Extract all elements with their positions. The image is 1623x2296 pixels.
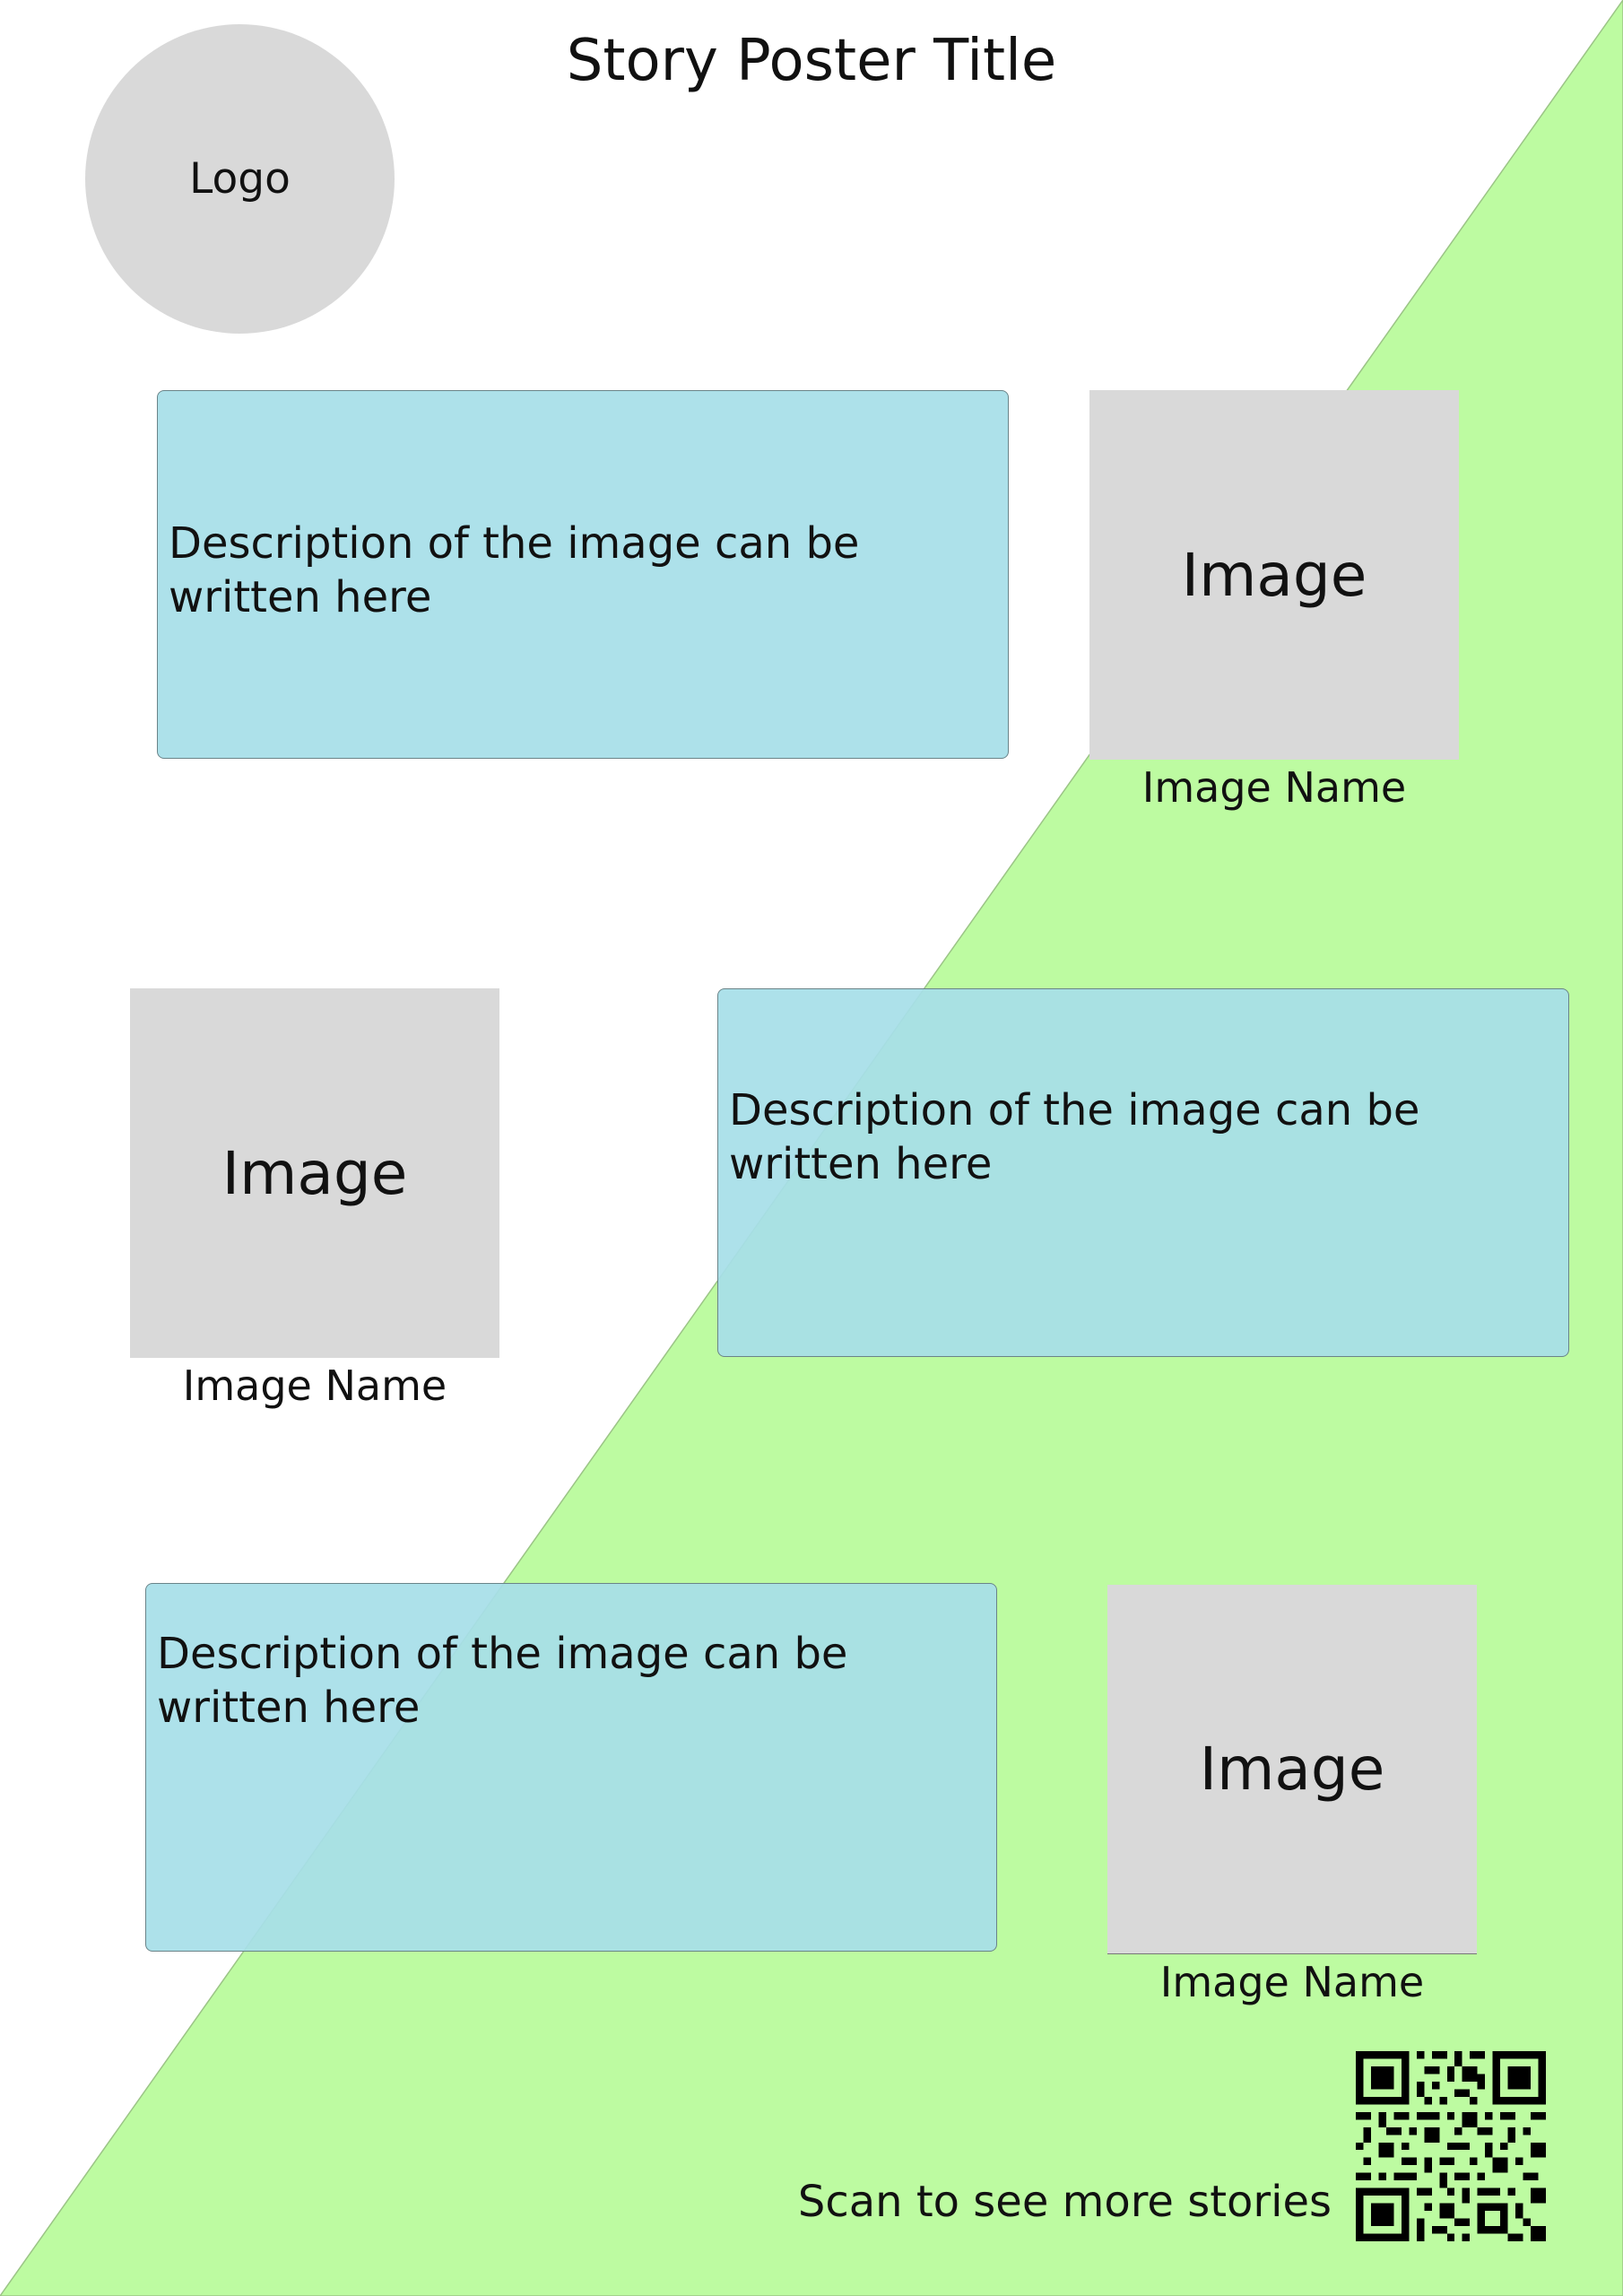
image-label-2: Image	[221, 1138, 408, 1208]
description-box-3: Description of the image can be written …	[145, 1583, 997, 1952]
description-text-3: Description of the image can be written …	[157, 1629, 848, 1733]
logo-label: Logo	[189, 154, 291, 204]
image-placeholder-1: Image	[1089, 390, 1459, 760]
poster-title: Story Poster Title	[566, 28, 1057, 94]
image-placeholder-3: Image	[1107, 1585, 1477, 1954]
scan-prompt: Scan to see more stories	[797, 2177, 1332, 2227]
description-text-2: Description of the image can be written …	[729, 1085, 1420, 1189]
image-label-1: Image	[1181, 540, 1367, 610]
description-text-1: Description of the image can be written …	[169, 518, 860, 622]
qr-code-icon[interactable]	[1356, 2051, 1546, 2241]
description-box-2: Description of the image can be written …	[717, 988, 1569, 1357]
image-label-3: Image	[1199, 1735, 1385, 1804]
image-name-3: Image Name	[1159, 1958, 1425, 2006]
image-name-1: Image Name	[1141, 763, 1407, 812]
logo-placeholder: Logo	[85, 24, 395, 334]
description-box-1: Description of the image can be written …	[157, 390, 1009, 759]
image-placeholder-2: Image	[130, 988, 499, 1358]
image-name-2: Image Name	[182, 1361, 447, 1410]
